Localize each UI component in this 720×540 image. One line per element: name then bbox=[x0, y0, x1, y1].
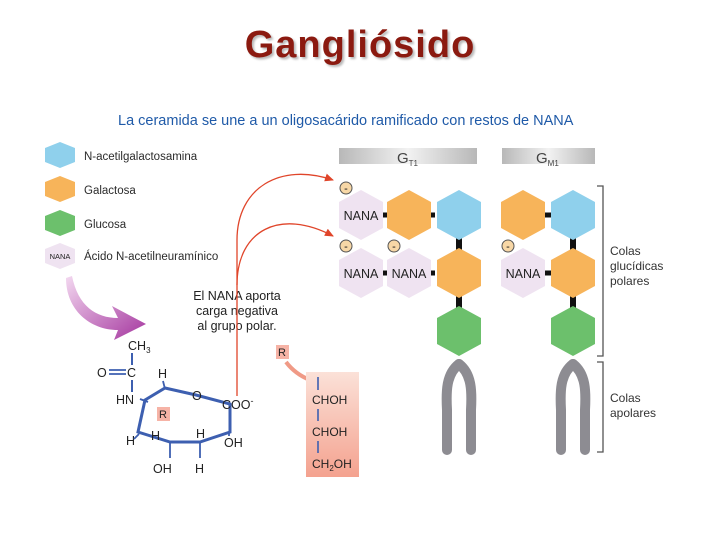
polar-bracket bbox=[597, 185, 604, 357]
side-chain-box bbox=[306, 372, 359, 477]
gt1-charge-3 bbox=[387, 239, 401, 253]
side-chain-r: R bbox=[278, 347, 286, 359]
bond-h1 bbox=[162, 380, 166, 390]
bond-h-left bbox=[133, 433, 140, 440]
coo-group: COO- bbox=[222, 396, 253, 412]
polar-bracket-line-3: polares bbox=[610, 274, 649, 288]
legend: N-acetilgalactosamina Galactosa Glucosa … bbox=[45, 142, 218, 269]
apolar-bracket-line-2: apolares bbox=[610, 406, 656, 420]
hydroxyl-right: OH bbox=[224, 436, 243, 450]
legend-galactose-hexagon bbox=[45, 176, 75, 202]
legend-glucose-hexagon bbox=[45, 210, 75, 236]
gt1-charge-1-sign: - bbox=[344, 183, 348, 195]
amide-nh: HN bbox=[116, 393, 134, 407]
apolar-bracket bbox=[597, 361, 604, 453]
pyranose-ring bbox=[136, 386, 232, 444]
hydroxyl-bottom: OH bbox=[153, 462, 172, 476]
gt1-glucose-hexagon bbox=[437, 306, 481, 356]
side-chain-row-1: CHOH bbox=[312, 393, 347, 407]
gt1-galnac-hexagon bbox=[437, 190, 481, 240]
gm1-column: NANA - bbox=[501, 190, 595, 455]
carbonyl-oxygen: O bbox=[97, 366, 107, 380]
gm1-header-label: GM1 bbox=[536, 150, 559, 168]
r-group-box bbox=[157, 407, 170, 421]
side-chain-r-box bbox=[276, 345, 289, 359]
gt1-charge-2-sign: - bbox=[344, 241, 348, 253]
nana-structure: CH3 O C HN O H R COO- H H H OH OH H bbox=[97, 339, 253, 476]
charge-arrow-upper bbox=[236, 173, 334, 396]
gm1-galactose-lower-hexagon bbox=[551, 248, 595, 298]
gm1-glucose-hexagon bbox=[551, 306, 595, 356]
hydrogen-1: H bbox=[158, 367, 167, 381]
polar-bracket-line-2: glucídicas bbox=[610, 259, 663, 273]
gt1-nana-upper-label: NANA bbox=[344, 209, 379, 223]
gt1-nana-lower-left-label: NANA bbox=[344, 267, 379, 281]
legend-nana-label: Ácido N-acetilneuramínico bbox=[84, 250, 218, 263]
purple-arrow bbox=[66, 276, 146, 340]
legend-glucose-label: Glucosa bbox=[84, 219, 127, 231]
page-title: Gangliósido bbox=[244, 24, 476, 66]
gm1-tail-right bbox=[568, 359, 591, 455]
hydrogen-bottom: H bbox=[195, 462, 204, 476]
gt1-charge-2 bbox=[339, 239, 353, 253]
bond-nh-ring bbox=[139, 398, 149, 403]
gt1-nana-upper-hexagon bbox=[339, 190, 383, 240]
gt1-galactose-lower-hexagon bbox=[437, 248, 481, 298]
legend-galnac-label: N-acetilgalactosamina bbox=[84, 151, 198, 163]
gt1-header-bar bbox=[339, 148, 477, 164]
gt1-charge-3-sign: - bbox=[392, 241, 396, 253]
legend-galactose-label: Galactosa bbox=[84, 185, 136, 197]
hydrogen-ring-mid-2: H bbox=[196, 427, 205, 441]
apolar-bracket-line-1: Colas bbox=[610, 391, 641, 405]
gm1-nana-label: NANA bbox=[506, 267, 541, 281]
gt1-nana-lower-right-hexagon bbox=[387, 248, 431, 298]
gm1-charge-sign: - bbox=[506, 241, 510, 253]
diagram-subtitle: La ceramida se une a un oligosacárido ra… bbox=[118, 113, 574, 129]
gm1-charge bbox=[501, 239, 515, 253]
legend-nana-tag: NANA bbox=[50, 252, 71, 261]
ring-oxygen: O bbox=[192, 389, 202, 403]
gt1-column: NANA NANA NANA - - - bbox=[339, 181, 481, 455]
gm1-header-bar bbox=[502, 148, 595, 164]
hydrogen-ring-mid-1: H bbox=[151, 429, 160, 443]
gt1-header-label: GT1 bbox=[397, 150, 419, 168]
legend-galnac-hexagon bbox=[45, 142, 75, 168]
gt1-galactose-upper-hexagon bbox=[387, 190, 431, 240]
gt1-tail-left bbox=[441, 359, 464, 455]
r-group: R bbox=[159, 409, 167, 421]
legend-nana-hexagon bbox=[45, 243, 75, 269]
hydrogen-left: H bbox=[126, 434, 135, 448]
charge-arrow-lower bbox=[236, 223, 334, 286]
header-bars: GT1 GM1 bbox=[339, 148, 595, 168]
brackets: Colas glucídicas polares Colas apolares bbox=[597, 185, 663, 453]
carbonyl-carbon: C bbox=[127, 366, 136, 380]
methyl-group: CH3 bbox=[128, 339, 151, 355]
polar-bracket-line-1: Colas bbox=[610, 244, 641, 258]
gt1-nana-lower-right-label: NANA bbox=[392, 267, 427, 281]
gm1-tail-left bbox=[555, 359, 578, 455]
side-chain: R CHOH CHOH CH2OH bbox=[276, 345, 359, 477]
side-chain-row-2: CHOH bbox=[312, 425, 347, 439]
gm1-galnac-hexagon bbox=[551, 190, 595, 240]
gt1-charge-1 bbox=[339, 181, 353, 195]
gt1-nana-lower-left-hexagon bbox=[339, 248, 383, 298]
gm1-nana-hexagon bbox=[501, 248, 545, 298]
gm1-galactose-upper-hexagon bbox=[501, 190, 545, 240]
gt1-tail-right bbox=[454, 359, 477, 455]
side-chain-ch2oh: CH2OH bbox=[312, 457, 352, 473]
